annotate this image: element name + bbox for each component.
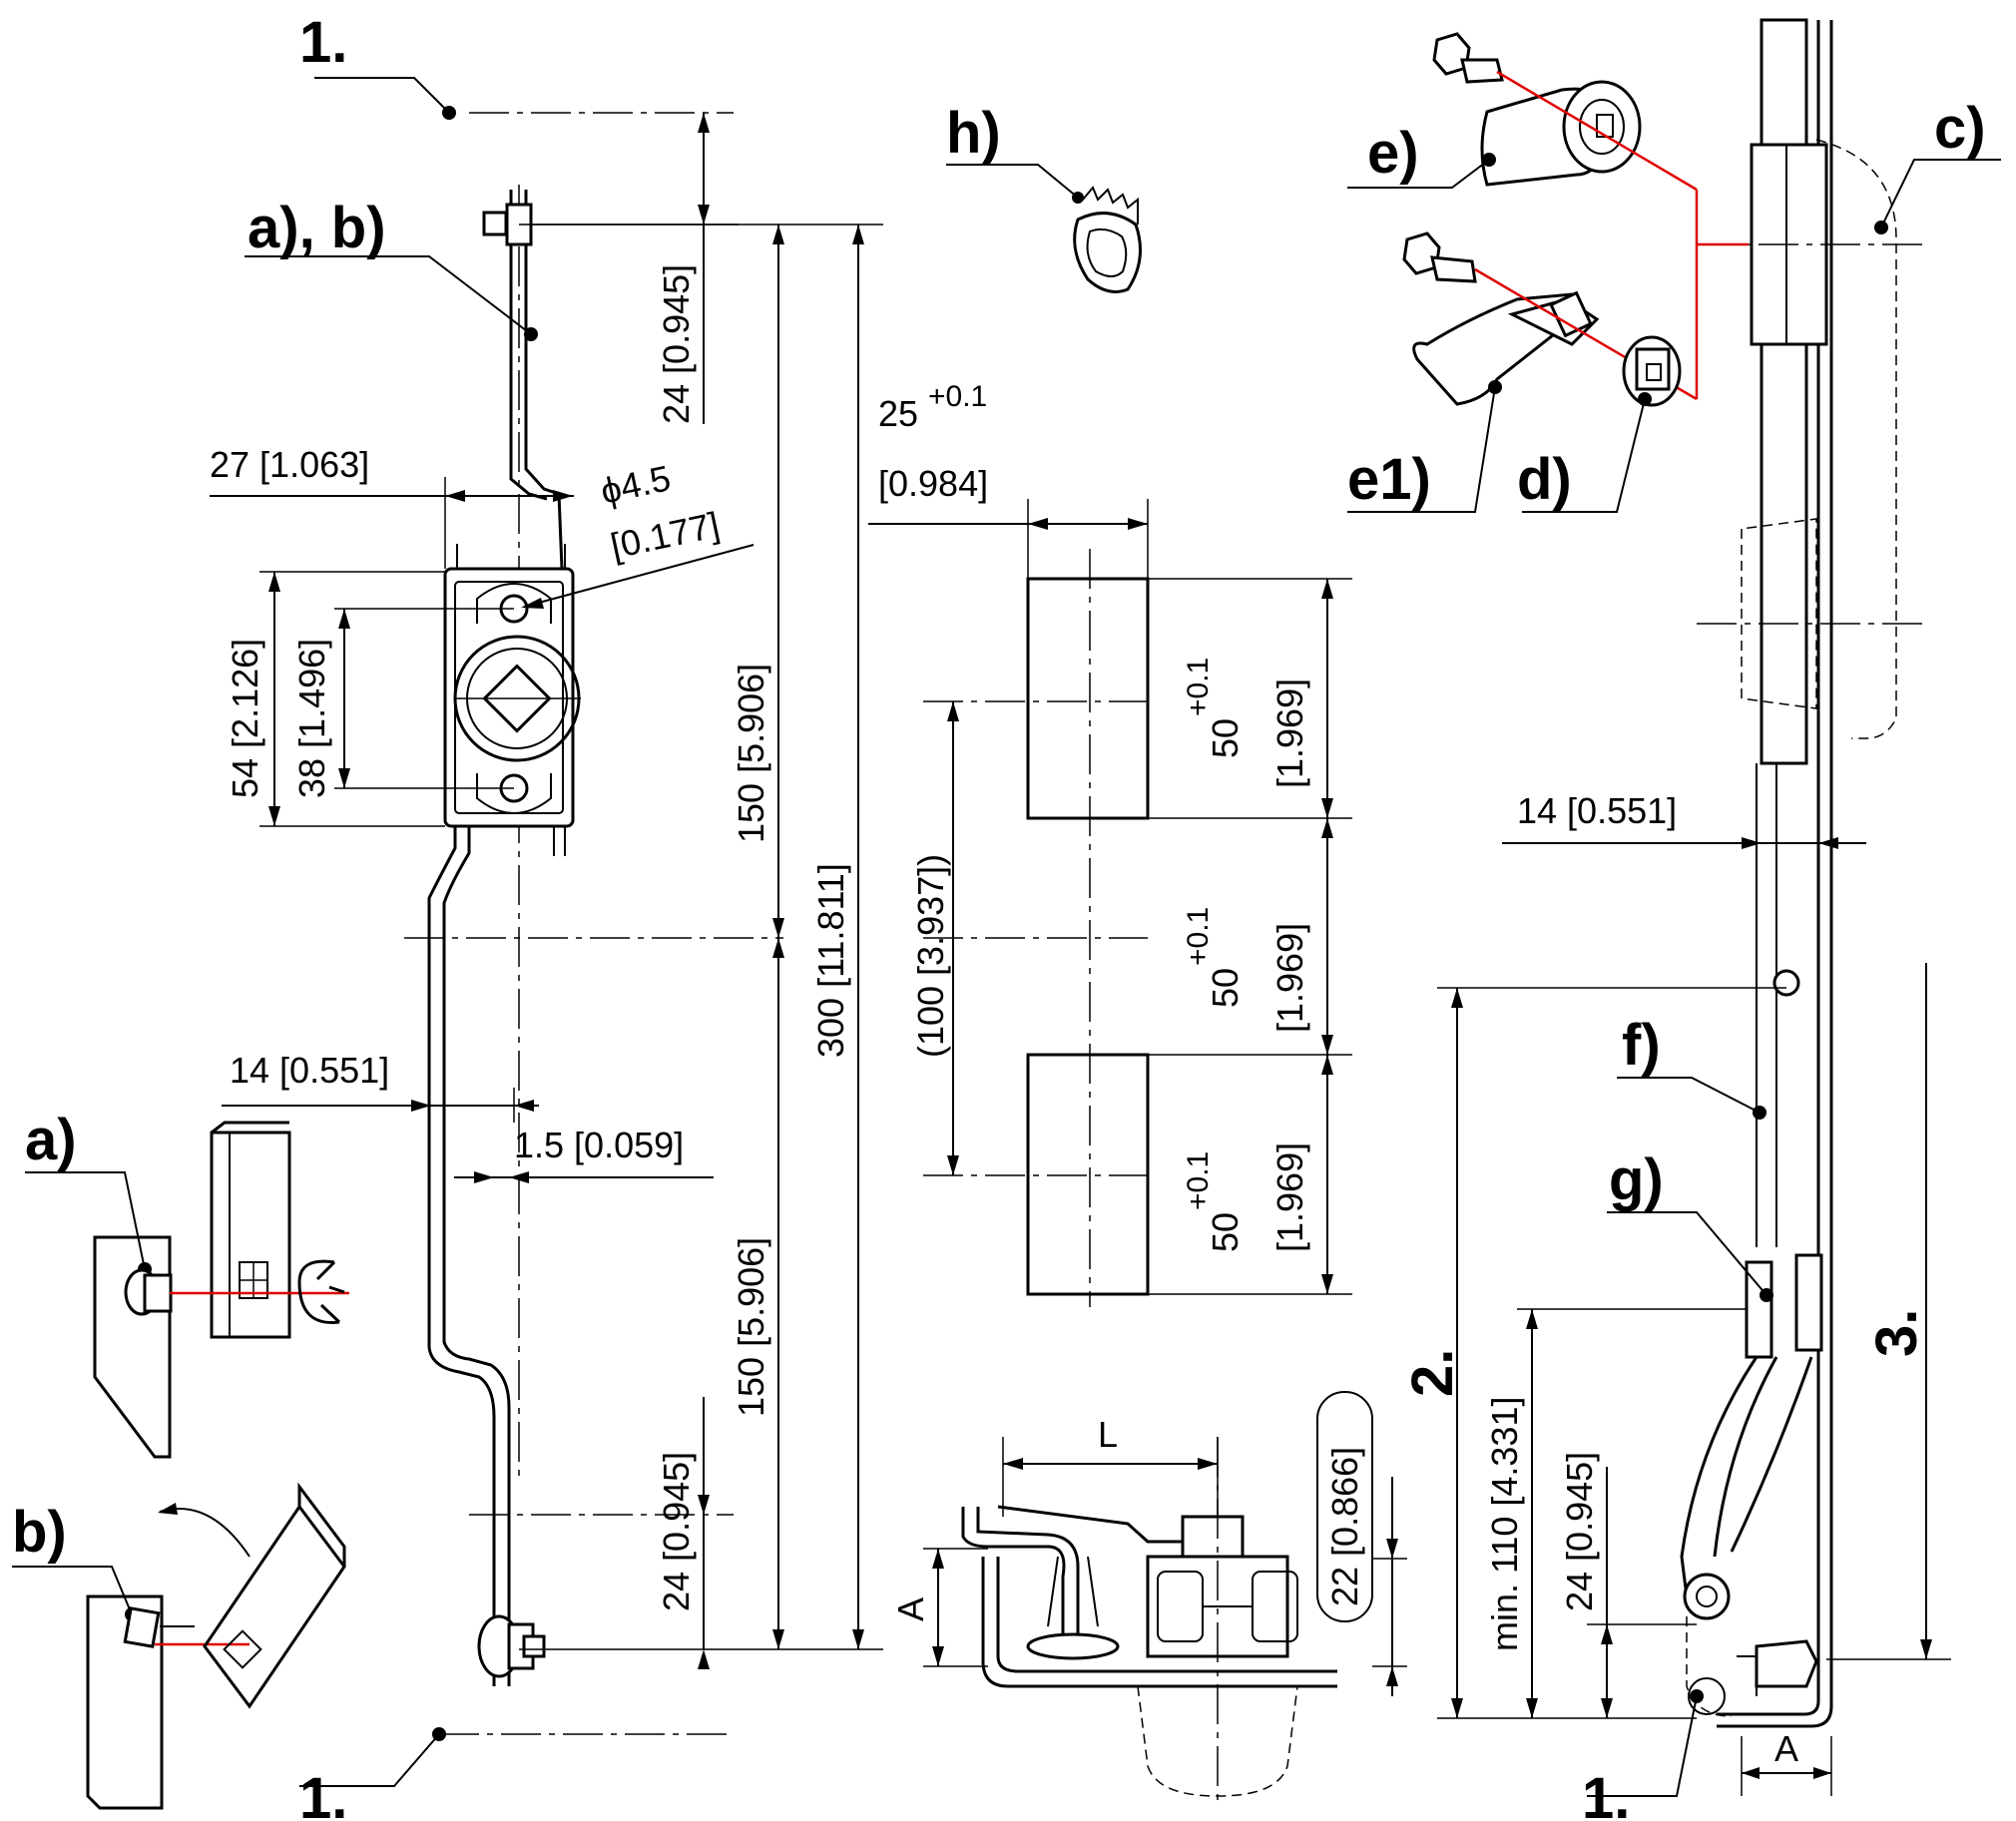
dim-100: (100 [3.937]) <box>910 854 951 1058</box>
callout-2: 2. <box>1400 1349 1465 1397</box>
dim-27: 27 [1.063] <box>210 444 369 485</box>
dim-24-top: 24 [0.945] <box>656 264 697 424</box>
dim-22: 22 [0.866] <box>1324 1447 1365 1606</box>
dim-dia-45: ϕ4.5 <box>597 457 674 512</box>
dim-min110: min. 110 [4.331] <box>1484 1397 1525 1652</box>
callout-h: h) <box>946 101 1001 166</box>
callout-a: a) <box>25 1108 77 1172</box>
callout-3: 3. <box>1864 1309 1929 1357</box>
locking-rod-assembly <box>210 112 883 1686</box>
dim-A-section: A <box>890 1597 931 1621</box>
dim-1969-a: [1.969] <box>1269 679 1310 788</box>
callout-1-bottom: 1. <box>299 1766 347 1821</box>
callout-c: c) <box>1934 96 1986 161</box>
callout-1-top: 1. <box>299 10 347 75</box>
dim-50-a: 50 <box>1205 718 1246 758</box>
cutout-layout: 25 +0.1 [0.984] (100 [3.937]) 50 +0.1 [1… <box>868 380 1352 1307</box>
dim-14-right: 14 [0.551] <box>1517 790 1677 831</box>
callout-e: e) <box>1367 121 1419 186</box>
dim-150-bottom: 150 [5.906] <box>731 1237 771 1417</box>
dim-150-top: 150 [5.906] <box>731 664 771 843</box>
dim-14-left: 14 [0.551] <box>230 1050 389 1091</box>
side-view: 14 [0.551] min. 110 [4.331] 24 [0.945] A… <box>1400 18 2001 1821</box>
section-view: L A 22 [0.866] <box>890 1391 1407 1806</box>
dim-25-tol: +0.1 <box>928 380 987 413</box>
callout-e1: e1) <box>1347 447 1431 512</box>
dim-50-c-tol: +0.1 <box>1182 1151 1215 1210</box>
dim-38: 38 [1.496] <box>291 639 332 798</box>
callout-1-right: 1. <box>1582 1766 1630 1821</box>
dim-50-b: 50 <box>1205 968 1246 1008</box>
callout-b: b) <box>12 1500 67 1565</box>
callout-g: g) <box>1609 1147 1664 1212</box>
dim-1969-c: [1.969] <box>1269 1142 1310 1252</box>
lever-parts: e) e1) d) <box>1347 32 1749 513</box>
dim-15: 1.5 [0.059] <box>514 1125 684 1165</box>
left-labels: 1. a), b) 1. 27 [1.063] ϕ4.5 [0.177] 54 … <box>210 10 851 1821</box>
callout-f: f) <box>1622 1013 1661 1078</box>
dim-50-a-tol: +0.1 <box>1182 658 1215 716</box>
callout-ab: a), b) <box>248 196 386 260</box>
dim-50-b-tol: +0.1 <box>1182 907 1215 966</box>
callout-d: d) <box>1517 447 1572 512</box>
detail-a-fastening: a) <box>25 1108 349 1459</box>
dim-50-c: 50 <box>1205 1212 1246 1252</box>
dim-0984: [0.984] <box>878 463 988 504</box>
dim-A-side: A <box>1774 1728 1798 1769</box>
dim-25: 25 <box>878 393 918 434</box>
dim-L: L <box>1098 1414 1118 1455</box>
dim-1969-b: [1.969] <box>1269 923 1310 1033</box>
dim-24-right: 24 [0.945] <box>1559 1452 1600 1611</box>
detail-b-fastening: b) <box>12 1482 346 1810</box>
dim-24-bottom: 24 [0.945] <box>656 1452 697 1611</box>
detail-h-clip: h) <box>946 101 1142 293</box>
dim-54: 54 [2.126] <box>225 639 265 798</box>
dim-300: 300 [11.811] <box>810 863 851 1058</box>
